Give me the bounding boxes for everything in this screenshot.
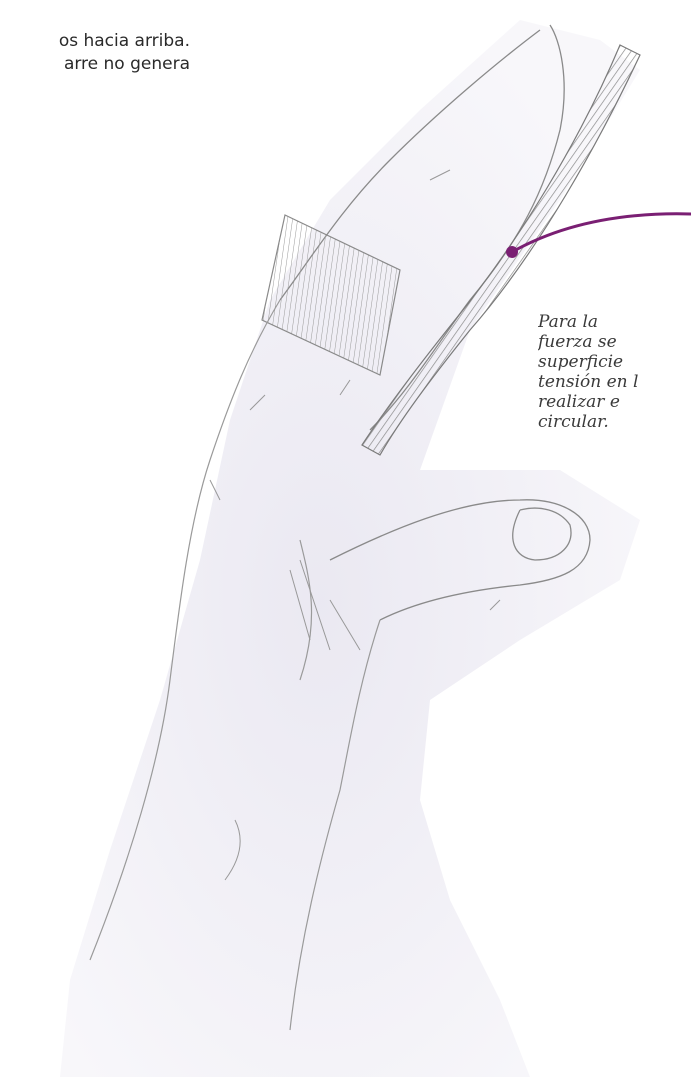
annotation-line-6: circular. (538, 412, 691, 432)
annotation-line-3: superficie (538, 352, 691, 372)
annotation-line-1: Para la (538, 312, 691, 332)
annotation-text: Para la fuerza se superficie tensión en … (538, 312, 691, 432)
callout-dot (506, 246, 518, 258)
annotation-line-5: realizar e (538, 392, 691, 412)
annotation-line-2: fuerza se (538, 332, 691, 352)
annotation-line-4: tensión en l (538, 372, 691, 392)
